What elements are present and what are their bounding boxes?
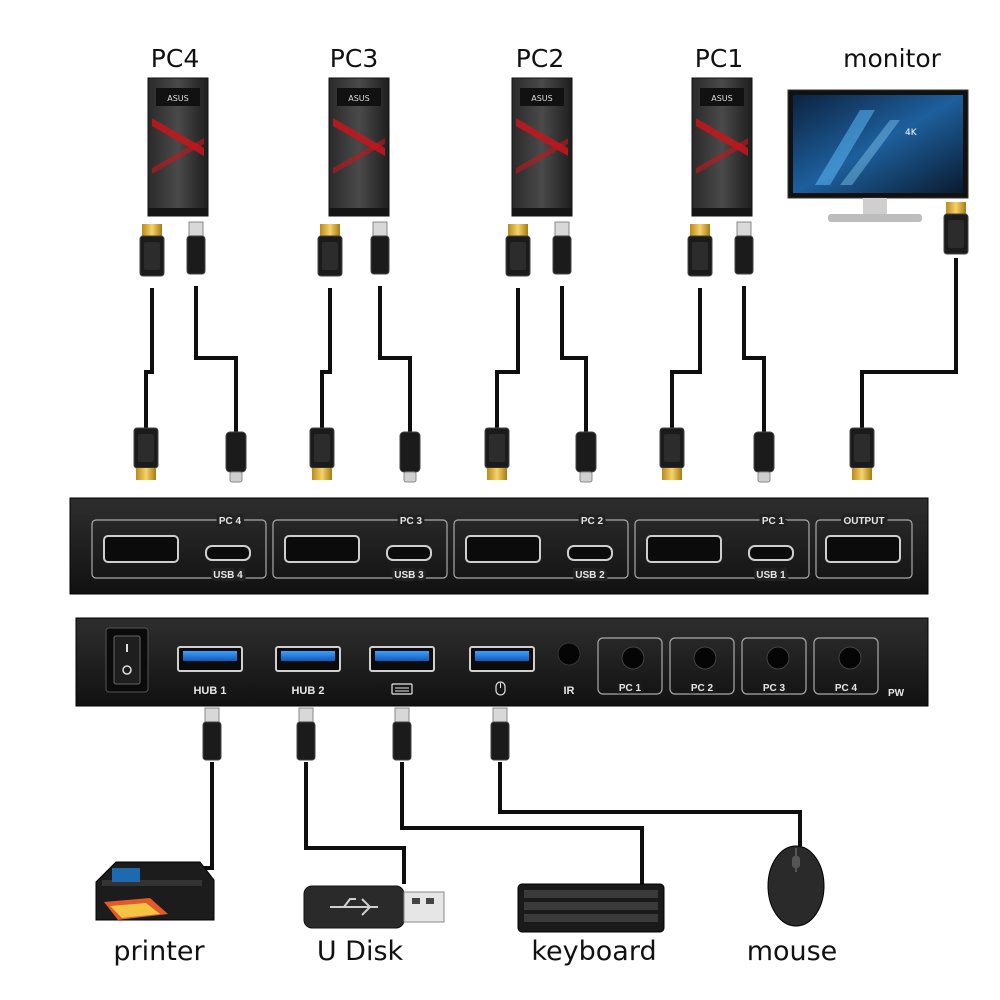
rear-group-pc1 <box>634 519 810 579</box>
pc4-label: PC4 <box>150 44 200 73</box>
rear-group-pc3 <box>272 519 448 579</box>
button-pc4-label: PC 4 <box>835 683 858 694</box>
front-usb-port-hub1[interactable] <box>177 646 243 672</box>
power-switch[interactable] <box>105 627 149 693</box>
computers: ASUS ASUS ASUS ASUS <box>147 77 753 217</box>
switch-rear-connectors <box>133 427 875 483</box>
cables-upper <box>144 258 958 432</box>
select-button-pc2[interactable] <box>669 637 735 695</box>
pc4-tower: ASUS <box>147 77 209 217</box>
svg-text:ASUS: ASUS <box>348 94 369 103</box>
rear-pc4-usb: USB 4 <box>213 570 243 581</box>
front-usb-connectors <box>202 707 510 761</box>
hub1-label: HUB 1 <box>193 685 226 697</box>
front-usb-port-keyboard[interactable] <box>369 646 435 672</box>
rear-pc3-title: PC 3 <box>400 516 423 527</box>
svg-text:ASUS: ASUS <box>711 94 732 103</box>
pc2-tower: ASUS <box>511 77 573 217</box>
button-pc2-label: PC 2 <box>691 683 714 694</box>
svg-text:4K: 4K <box>905 128 918 138</box>
pc1-tower: ASUS <box>691 77 753 217</box>
ir-receiver: IR <box>557 642 581 697</box>
select-button-pc1[interactable] <box>597 637 663 695</box>
usb-disk-icon <box>303 885 445 929</box>
mouse-device-icon <box>767 845 825 927</box>
svg-text:ASUS: ASUS <box>167 94 188 103</box>
ir-label: IR <box>564 685 575 697</box>
rear-pc4-title: PC 4 <box>219 516 242 527</box>
rear-group-pc2 <box>453 519 629 579</box>
rear-output-title: OUTPUT <box>843 516 884 527</box>
mouse-icon <box>495 681 506 696</box>
rear-pc2-title: PC 2 <box>581 516 604 527</box>
button-pc3-label: PC 3 <box>763 683 786 694</box>
rear-group-output <box>815 519 913 579</box>
monitor-icon: 4K <box>787 89 969 222</box>
pc1-label: PC1 <box>694 44 744 73</box>
u-disk-label: U Disk <box>316 936 404 967</box>
rear-pc1-usb: USB 1 <box>756 570 786 581</box>
kvm-switch-rear-panel: PC 4 USB 4 PC 3 USB 3 PC 2 USB 2 PC 1 US… <box>69 497 929 595</box>
rear-pc1-title: PC 1 <box>762 516 785 527</box>
keyboard-device-icon <box>517 883 665 933</box>
rear-pc2-usb: USB 2 <box>575 570 605 581</box>
front-usb-port-hub2[interactable] <box>275 646 341 672</box>
pc2-label: PC2 <box>515 44 565 73</box>
hub2-label: HUB 2 <box>291 685 324 697</box>
button-pc1-label: PC 1 <box>619 683 642 694</box>
mouse-label: mouse <box>746 936 838 967</box>
pc3-label: PC3 <box>329 44 379 73</box>
keyboard-icon <box>391 683 413 695</box>
keyboard-label: keyboard <box>531 936 657 967</box>
select-button-pc4[interactable] <box>813 637 879 695</box>
cables-lower <box>184 762 802 886</box>
pc3-tower: ASUS <box>328 77 390 217</box>
pw-label: PW <box>888 688 905 699</box>
rear-pc3-usb: USB 3 <box>394 570 424 581</box>
printer-label: printer <box>113 936 205 967</box>
svg-text:ASUS: ASUS <box>531 94 552 103</box>
printer-icon <box>95 861 215 921</box>
monitor-label: monitor <box>843 44 941 73</box>
rear-group-pc4 <box>91 519 267 579</box>
kvm-switch-front-panel: HUB 1 HUB 2 IR <box>75 617 929 707</box>
select-button-pc3[interactable] <box>741 637 807 695</box>
front-usb-port-mouse[interactable] <box>469 646 535 672</box>
